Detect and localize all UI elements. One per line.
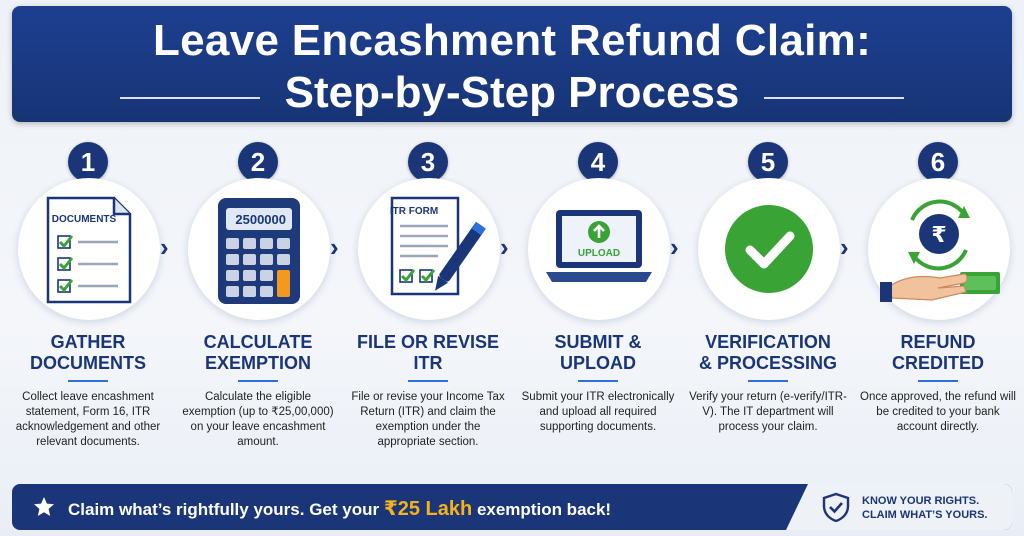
step-underline [748, 380, 788, 382]
page-subtitle: Step-by-Step Process [284, 68, 740, 117]
step-number: 4 [578, 142, 618, 182]
step-underline [918, 380, 958, 382]
step-number: 6 [918, 142, 958, 182]
chevron-right-icon: › [160, 232, 169, 262]
chevron-right-icon: › [500, 232, 509, 262]
rupee-refund-hand-icon: ₹ [880, 199, 1000, 302]
step-title: REFUND CREDITED [891, 332, 984, 373]
step-icon-circle: 2500000 [188, 178, 330, 320]
step-title: SUBMIT & UPLOAD [554, 332, 642, 373]
star-icon [34, 497, 54, 516]
title-divider-right [764, 97, 904, 99]
step-number: 3 [408, 142, 448, 182]
footer-message: Claim what’s rightfully yours. Get your … [68, 496, 611, 521]
step-underline [408, 380, 448, 382]
footer-highlight: ₹25 Lakh [383, 498, 473, 520]
shield-check-icon [822, 492, 850, 522]
step-title: GATHER DOCUMENTS [30, 332, 146, 373]
step-icon-circle: DOCUMENTS [18, 178, 160, 320]
step-icon-circle: ITR FORM [358, 178, 500, 320]
step-description: Calculate the eligible exemption (up to … [182, 391, 334, 448]
laptop-upload-icon: UPLOAD [546, 210, 652, 282]
step-description: Verify your return (e-verify/ITR-V). The… [689, 391, 847, 433]
calculator-display: 2500000 [235, 212, 286, 227]
chevron-right-icon: › [330, 232, 339, 262]
step-underline [238, 380, 278, 382]
step-icon-circle: UPLOAD [528, 178, 670, 320]
documents-label: DOCUMENTS [52, 214, 117, 225]
page-title: Leave Encashment Refund Claim: [152, 16, 872, 65]
title-banner: Leave Encashment Refund Claim: Step-by-S… [12, 6, 1012, 122]
step-number: 5 [748, 142, 788, 182]
title-divider-left [120, 97, 260, 99]
step-description: Once approved, the refund will be credit… [860, 391, 1016, 433]
step-icon-circle [698, 178, 840, 320]
itr-form-label: ITR FORM [390, 206, 438, 217]
step-description: Submit your ITR electronically and uploa… [521, 391, 675, 433]
rights-panel: KNOW YOUR RIGHTS. CLAIM WHAT’S YOURS. [786, 484, 1012, 530]
step-title: CALCULATE EXEMPTION [203, 332, 313, 373]
chevron-right-icon: › [670, 232, 679, 262]
footer-banner: Claim what’s rightfully yours. Get your … [12, 484, 1012, 530]
chevron-right-icon: › [840, 232, 849, 262]
calculator-icon: 2500000 [218, 198, 300, 304]
footer-text-before: Claim what’s rightfully yours. Get your [68, 500, 384, 519]
step-underline [68, 380, 108, 382]
step-title: VERIFICATION & PROCESSING [698, 332, 838, 373]
documents-checklist-icon: DOCUMENTS [46, 196, 132, 304]
step-number: 1 [68, 142, 108, 182]
step-description: File or revise your Income Tax Return (I… [351, 391, 505, 448]
step-description: Collect leave encashment statement, Form… [15, 391, 161, 448]
step-number: 2 [238, 142, 278, 182]
upload-label: UPLOAD [578, 248, 620, 259]
rights-slogan: KNOW YOUR RIGHTS. CLAIM WHAT’S YOURS. [862, 495, 988, 521]
itr-form-pen-icon: ITR FORM [390, 196, 486, 296]
step-underline [578, 380, 618, 382]
footer-text-after: exemption back! [472, 500, 612, 519]
check-circle-icon [725, 205, 813, 293]
step-title: FILE OR REVISE ITR [356, 332, 500, 373]
rupee-symbol: ₹ [931, 223, 946, 248]
step-icon-circle: ₹ [868, 178, 1010, 320]
